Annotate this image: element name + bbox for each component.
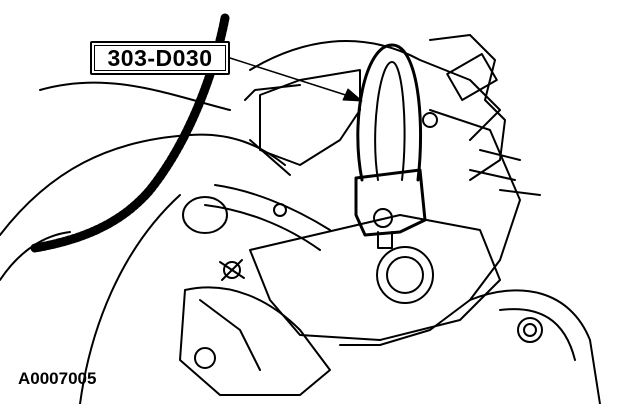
lifting-eye-base bbox=[354, 168, 427, 237]
bolt-mid bbox=[273, 203, 287, 217]
figure-reference-id: A0007005 bbox=[18, 369, 97, 388]
right-fins bbox=[469, 149, 541, 196]
housing-top bbox=[249, 40, 501, 141]
lower-housing bbox=[179, 286, 331, 396]
background-curve-upper bbox=[39, 81, 231, 111]
lifting-eye-bolt-hole bbox=[373, 208, 393, 228]
sensor-block bbox=[446, 53, 498, 101]
tool-callout-box: 303-D030 bbox=[90, 41, 230, 75]
housing-body bbox=[259, 69, 361, 166]
lifting-eye-bolt bbox=[377, 231, 393, 249]
bolt-bottom-left bbox=[194, 347, 216, 369]
background-curve-long bbox=[79, 194, 181, 404]
bottom-right-housing bbox=[469, 289, 601, 404]
bottom-right-rib bbox=[499, 308, 576, 361]
right-bracket bbox=[429, 34, 506, 181]
bolt-top-housing bbox=[422, 112, 438, 128]
bolt-right bbox=[517, 317, 543, 343]
right-housing-edge bbox=[339, 109, 521, 346]
bolt-right-inner bbox=[523, 323, 537, 337]
tool-number-label: 303-D030 bbox=[107, 44, 213, 71]
housing-flange bbox=[244, 84, 301, 176]
pipe-end bbox=[182, 196, 228, 234]
background-curve-lower bbox=[0, 133, 286, 236]
lower-housing-rib bbox=[199, 299, 261, 371]
pipe-upper bbox=[214, 184, 331, 231]
casting-port-inner bbox=[386, 256, 424, 294]
casting-port-outer bbox=[376, 246, 434, 304]
pipe-lower bbox=[204, 204, 321, 251]
bolt-left-washer bbox=[219, 259, 245, 281]
lifting-eye-outer bbox=[356, 43, 423, 182]
callout-arrowhead bbox=[342, 88, 363, 102]
lifting-eye-inner bbox=[374, 61, 406, 181]
callout-leader-line bbox=[229, 57, 356, 99]
bolt-left bbox=[223, 261, 241, 279]
